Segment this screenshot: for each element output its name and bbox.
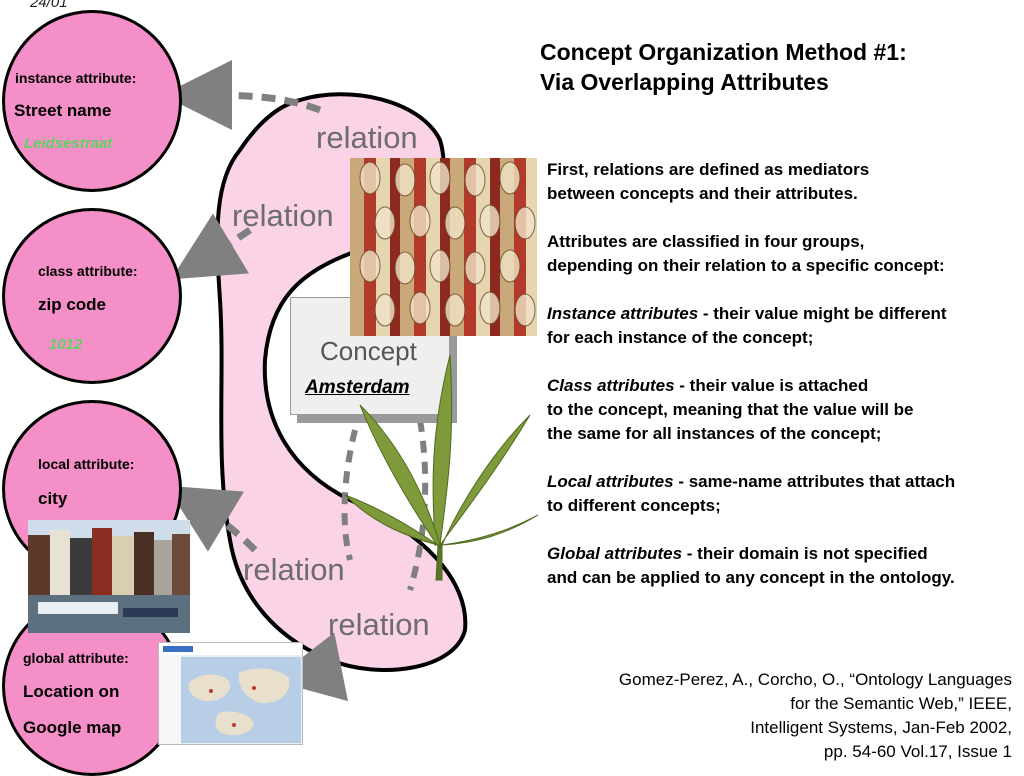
- class-attribute-label: class attribute:: [38, 263, 138, 279]
- paragraph-groups: Attributes are classified in four groups…: [547, 230, 1023, 278]
- paragraph-class: Class attributes - their value is attach…: [547, 374, 1023, 446]
- body-line: First, relations are defined as mediator…: [547, 160, 870, 179]
- global-term: Global attributes: [547, 544, 683, 563]
- instance-attribute-name: Street name: [14, 101, 112, 120]
- instance-desc: - their value might be different: [698, 304, 947, 323]
- class-desc: - their value is attached: [674, 376, 869, 395]
- concept-word: Concept: [320, 336, 417, 366]
- slide-title-line2: Via Overlapping Attributes: [540, 69, 829, 95]
- relation-label-top: relation: [316, 120, 418, 155]
- citation-line: Intelligent Systems, Jan-Feb 2002,: [750, 718, 1012, 737]
- body-line: Instance attributes - their value might …: [547, 302, 1023, 326]
- citation-line: pp. 54-60 Vol.17, Issue 1: [823, 742, 1012, 761]
- body-line: Global attributes - their domain is not …: [547, 542, 1023, 566]
- global-desc: - their domain is not specified: [682, 544, 928, 563]
- citation-line: for the Semantic Web,” IEEE,: [790, 694, 1012, 713]
- body-line: between concepts and their attributes.: [547, 184, 858, 203]
- instance-attribute-value: Leidsestraat: [24, 135, 113, 152]
- body-line: the same for all instances of the concep…: [547, 424, 882, 443]
- class-term: Class attributes: [547, 376, 675, 395]
- slide-title-line1: Concept Organization Method #1:: [540, 39, 907, 65]
- arrow-to-local: [165, 485, 258, 553]
- global-attribute-name-line1: Location on: [23, 682, 120, 701]
- paragraph-local: Local attributes - same-name attributes …: [547, 470, 1023, 518]
- clogs-pattern: [359, 161, 536, 327]
- paragraph-global: Global attributes - their domain is not …: [547, 542, 1023, 590]
- concept-instance: Amsterdam: [305, 377, 410, 398]
- body-line: and can be applied to any concept in the…: [547, 568, 955, 587]
- class-attribute-name: zip code: [38, 295, 107, 314]
- canal-houses-drawing: [28, 520, 190, 633]
- citation-line: Gomez-Perez, A., Corcho, O., “Ontology L…: [618, 670, 1012, 689]
- relation-label-left: relation: [232, 198, 334, 233]
- body-text: First, relations are defined as mediator…: [547, 158, 1023, 614]
- citation: Gomez-Perez, A., Corcho, O., “Ontology L…: [532, 668, 1012, 764]
- relation-label-lower-left: relation: [243, 552, 345, 587]
- paragraph-instance: Instance attributes - their value might …: [547, 302, 1023, 350]
- body-line: to different concepts;: [547, 496, 721, 515]
- body-line: Attributes are classified in four groups…: [547, 232, 865, 251]
- class-attribute-value: 1012: [49, 336, 83, 353]
- body-line: depending on their relation to a specifi…: [547, 256, 945, 275]
- local-term: Local attributes: [547, 472, 674, 491]
- global-attribute-label: global attribute:: [23, 650, 129, 666]
- google-map-screenshot: [158, 642, 303, 745]
- amsterdam-canal-houses-photo: [28, 520, 190, 633]
- instance-attribute-label: instance attribute:: [15, 70, 137, 86]
- wooden-clogs-photo: [350, 158, 537, 336]
- local-attribute-label: local attribute:: [38, 456, 135, 472]
- body-line: for each instance of the concept;: [547, 328, 814, 347]
- class-attribute-circle: [2, 208, 182, 384]
- map-drawing: [159, 643, 302, 744]
- arrow-to-class: [170, 213, 252, 280]
- cannabis-leaf-image: [344, 354, 539, 581]
- slide-title: Concept Organization Method #1: Via Over…: [540, 37, 907, 97]
- local-attribute-name: city: [38, 489, 68, 508]
- body-line: Local attributes - same-name attributes …: [547, 470, 1023, 494]
- instance-term: Instance attributes: [547, 304, 699, 323]
- slide-date: 24/01: [30, 0, 68, 11]
- arrow-to-instance: [162, 60, 322, 131]
- local-desc: - same-name attributes that attach: [673, 472, 956, 491]
- relation-label-bottom: relation: [328, 607, 430, 642]
- instance-attribute-circle: [2, 10, 182, 192]
- body-line: to the concept, meaning that the value w…: [547, 400, 914, 419]
- global-attribute-name-line2: Google map: [23, 718, 122, 737]
- paragraph-relations: First, relations are defined as mediator…: [547, 158, 1023, 206]
- body-line: Class attributes - their value is attach…: [547, 374, 1023, 398]
- arrow-to-global: [272, 632, 349, 702]
